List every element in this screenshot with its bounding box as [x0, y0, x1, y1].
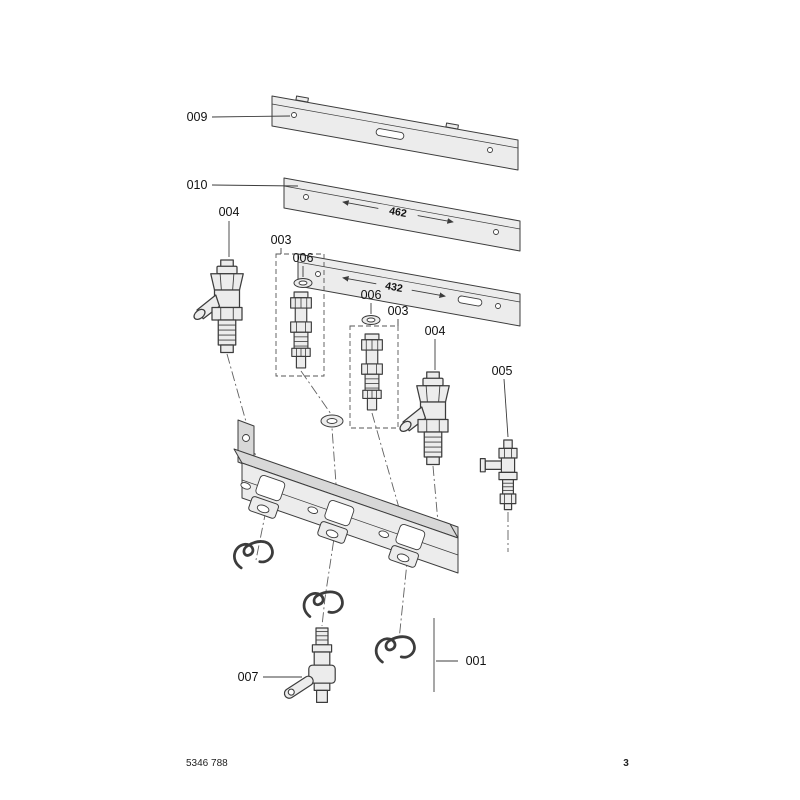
mounting-bracket	[233, 419, 459, 574]
union-003-right	[361, 333, 383, 411]
rail-009-hole	[291, 112, 297, 118]
callout-box-003-left	[275, 253, 325, 377]
rail-009-hole	[487, 147, 493, 153]
bracket-slot-1	[240, 474, 286, 519]
rail-lower: 432	[297, 253, 521, 327]
gasket-006-left	[293, 278, 313, 288]
callout-box-003-right	[349, 325, 399, 429]
leader-009	[211, 115, 291, 118]
callout-003-right: 003	[388, 304, 409, 318]
bracket-slot-3	[378, 523, 426, 568]
dimension-462: 462	[342, 200, 454, 224]
page-number: 3	[623, 758, 629, 769]
bracket-slot-2	[307, 499, 355, 544]
callout-006-left: 006	[293, 251, 314, 265]
spring-clip-3	[372, 632, 418, 665]
rail-010: 462	[283, 177, 521, 252]
callout-001: 001	[466, 654, 487, 668]
rail-010-hole	[493, 229, 499, 235]
callout-003-left: 003	[271, 233, 292, 247]
callout-004-right: 004	[425, 324, 446, 338]
washer	[320, 414, 344, 428]
document-number: 5346 788	[186, 758, 228, 769]
rail-009	[271, 95, 519, 171]
rail-010-hole	[303, 194, 309, 200]
valve-004-left	[191, 259, 244, 354]
rail-lower-hole	[315, 271, 321, 277]
dimension-432: 432	[342, 275, 446, 299]
dimension-432-label: 432	[384, 280, 404, 295]
gasket-006-right	[361, 315, 381, 325]
drain-valve-007	[283, 627, 336, 704]
rail-lower-hole	[495, 303, 501, 309]
valve-004-right	[397, 371, 450, 466]
dimension-462-label: 462	[388, 205, 408, 220]
rail-lower-slot	[457, 295, 483, 307]
vent-valve-005	[479, 439, 518, 511]
rail-009-slot	[375, 128, 405, 140]
callout-004-left: 004	[219, 205, 240, 219]
spring-clip-1	[230, 536, 277, 571]
callout-009: 009	[187, 110, 208, 124]
callout-005: 005	[492, 364, 513, 378]
callout-007: 007	[238, 670, 259, 684]
leader-005	[503, 378, 509, 438]
callouts: 009 010 004 003 006 006 003 004 005 007 …	[187, 110, 513, 692]
union-003-left	[290, 291, 312, 369]
leader-010	[211, 184, 299, 187]
callout-010: 010	[187, 178, 208, 192]
callout-006-right: 006	[361, 288, 382, 302]
